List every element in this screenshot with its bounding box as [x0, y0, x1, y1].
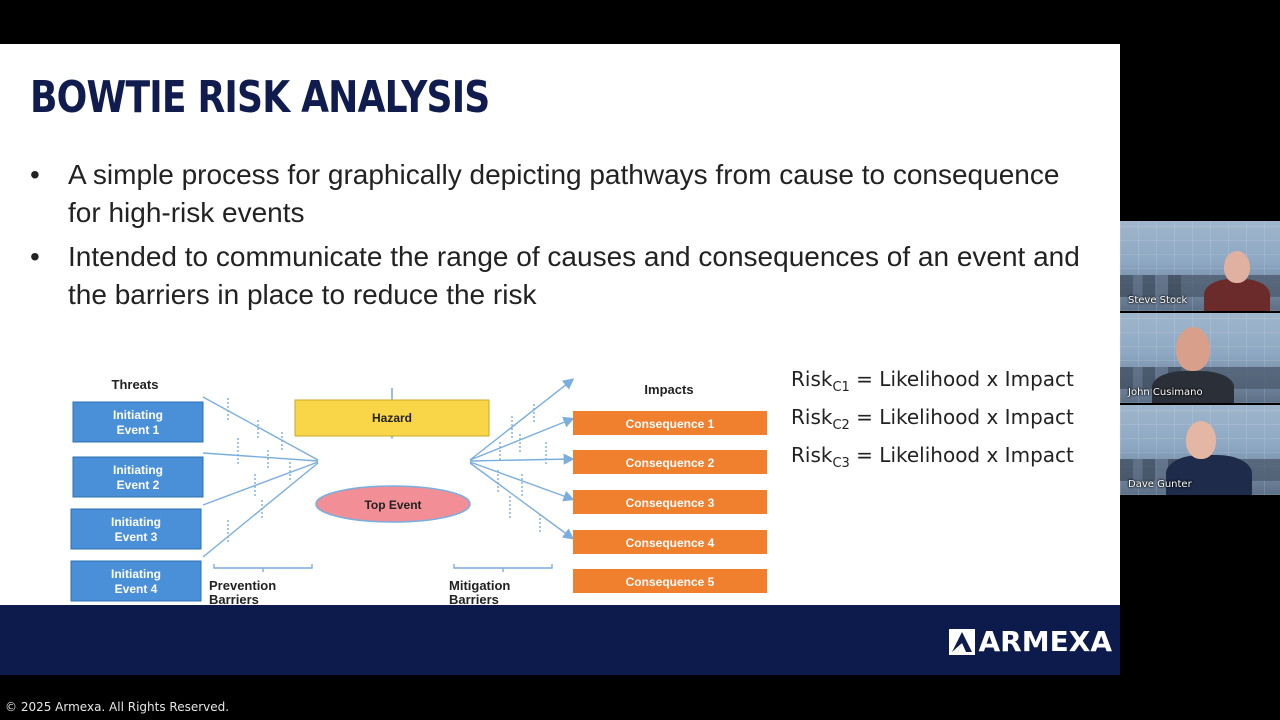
threat-connectors [202, 396, 319, 558]
risk-prefix: Risk [791, 405, 833, 429]
threat-line2: Event 4 [115, 582, 158, 596]
risk-equation: RiskC2 = Likelihood x Impact [791, 404, 1074, 442]
threat-box: Initiating Event 1 [72, 401, 204, 443]
bowtie-diagram: Threats Impacts Initiating Event 1 Initi… [70, 377, 767, 602]
armexa-logo: ARMEXA [948, 625, 1112, 658]
connector-line [202, 452, 319, 462]
risk-subscript: C2 [832, 418, 850, 433]
impacts-label: Impacts [644, 382, 693, 397]
consequence-label: Consequence 5 [626, 575, 715, 589]
threat-box: Initiating Event 4 [70, 560, 202, 602]
participant-video-tile[interactable]: Steve Stock [1120, 221, 1280, 311]
consequence-label: Consequence 1 [626, 417, 715, 431]
connector-line [202, 396, 319, 461]
threats-label: Threats [112, 377, 159, 392]
connector-arrow [469, 378, 575, 461]
prevention-label-1: Prevention [209, 578, 276, 593]
mitigation-label-2: Barriers [449, 592, 499, 607]
threat-line1: Initiating [113, 408, 163, 422]
hazard-label: Hazard [372, 411, 412, 425]
connector-arrow [469, 461, 575, 502]
connector-arrow [469, 416, 575, 461]
consequence-box: Consequence 4 [573, 530, 767, 554]
slide-footer-band: ARMEXA [0, 605, 1120, 675]
bullet-text: A simple process for graphically depicti… [68, 159, 1060, 228]
risk-formula: = Likelihood x Impact [849, 367, 1074, 391]
prevention-bracket [213, 564, 313, 572]
barrier-labels: Prevention Barriers Mitigation Barriers [209, 564, 553, 607]
barrier-marks [227, 398, 547, 544]
consequence-box: Consequence 5 [573, 569, 767, 593]
threat-line2: Event 2 [117, 478, 160, 492]
threat-box: Initiating Event 2 [72, 456, 204, 498]
risk-prefix: Risk [791, 443, 833, 467]
participant-video-tile[interactable]: John Cusimano [1120, 313, 1280, 403]
bullet-item: • Intended to communicate the range of c… [30, 238, 1090, 314]
risk-equations: RiskC1 = Likelihood x Impact RiskC2 = Li… [791, 366, 1074, 480]
copyright-text: © 2025 Armexa. All Rights Reserved. [5, 700, 230, 714]
prevention-label-2: Barriers [209, 592, 259, 607]
participant-name: Dave Gunter [1128, 479, 1192, 490]
risk-formula: = Likelihood x Impact [849, 443, 1074, 467]
connector-line [202, 462, 319, 558]
bullet-marker: • [30, 241, 40, 272]
connector-arrow [469, 453, 575, 465]
risk-equation: RiskC1 = Likelihood x Impact [791, 366, 1074, 404]
bullet-text: Intended to communicate the range of cau… [68, 241, 1080, 310]
presentation-slide: BOWTIE RISK ANALYSIS • A simple process … [0, 44, 1120, 675]
threat-box: Initiating Event 3 [70, 508, 202, 550]
consequence-label: Consequence 4 [626, 536, 715, 550]
threat-line1: Initiating [111, 567, 161, 581]
risk-subscript: C1 [832, 380, 850, 395]
risk-formula: = Likelihood x Impact [849, 405, 1074, 429]
participant-name: John Cusimano [1128, 387, 1203, 398]
consequence-connectors [469, 378, 575, 540]
threat-line1: Initiating [111, 515, 161, 529]
connector-line [202, 461, 319, 506]
consequence-box: Consequence 2 [573, 450, 767, 474]
mitigation-bracket [453, 564, 553, 572]
hazard-box: Hazard [294, 399, 490, 437]
risk-equation: RiskC3 = Likelihood x Impact [791, 442, 1074, 480]
logo-wordmark: ARMEXA [978, 625, 1112, 658]
connector-arrow [469, 462, 575, 540]
threat-line2: Event 1 [117, 423, 160, 437]
participant-name: Steve Stock [1128, 295, 1188, 306]
consequence-box: Consequence 3 [573, 490, 767, 514]
bullet-marker: • [30, 159, 40, 190]
threat-line2: Event 3 [115, 530, 158, 544]
armexa-logo-icon [948, 628, 975, 655]
consequence-label: Consequence 3 [626, 496, 715, 510]
risk-subscript: C3 [832, 456, 850, 471]
top-event-label: Top Event [364, 498, 421, 512]
top-event: Top Event [315, 485, 471, 523]
threat-line1: Initiating [113, 463, 163, 477]
slide-title: BOWTIE RISK ANALYSIS [30, 72, 490, 123]
mitigation-label-1: Mitigation [449, 578, 510, 593]
consequence-label: Consequence 2 [626, 456, 715, 470]
participant-video-tile[interactable]: Dave Gunter [1120, 405, 1280, 495]
consequence-box: Consequence 1 [573, 411, 767, 435]
risk-prefix: Risk [791, 367, 833, 391]
bullet-item: • A simple process for graphically depic… [30, 156, 1090, 232]
